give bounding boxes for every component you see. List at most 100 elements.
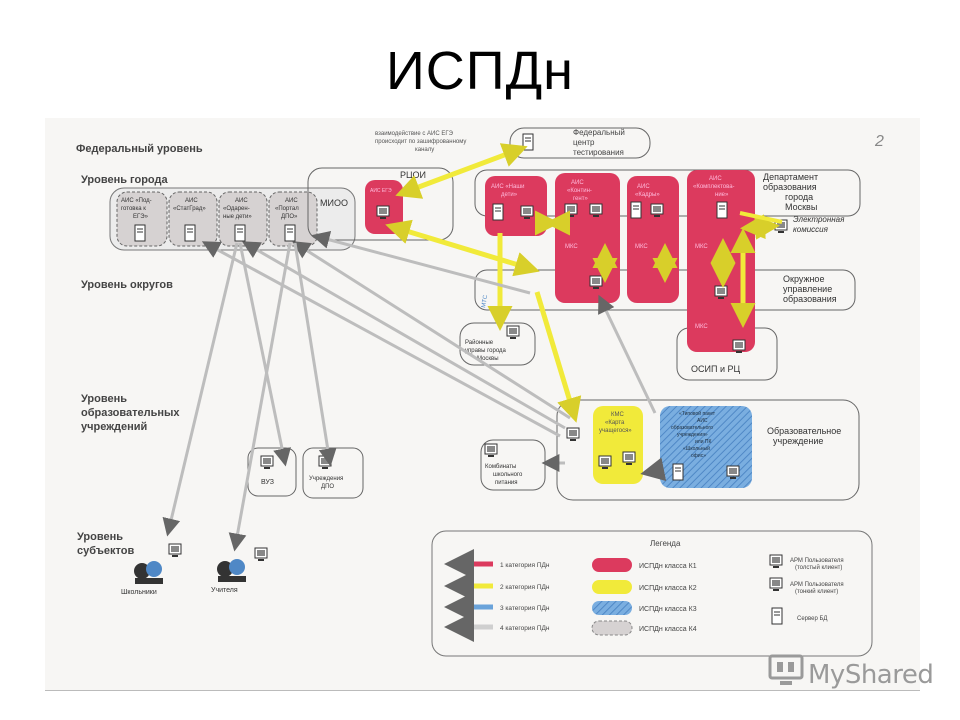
level-subjects-2: субъектов — [77, 545, 134, 557]
svg-text:МКС: МКС — [635, 244, 648, 250]
watermark-logo-icon — [768, 654, 804, 685]
legend-cat-1: 1 категория ПДн — [500, 562, 550, 569]
level-city: Уровень города — [81, 174, 168, 186]
svg-text:ЕГЭ»: ЕГЭ» — [133, 214, 149, 220]
ais-red-3: АИС «Кадры» МКС — [627, 176, 679, 303]
svg-text:«Контин-: «Контин- — [567, 188, 592, 194]
level-federal: Федеральный уровень — [76, 143, 203, 155]
ais-city-2: АИС «СтатГрад» — [168, 191, 218, 247]
svg-text:готовка к: готовка к — [121, 206, 146, 212]
legend-box — [431, 530, 873, 657]
district-admin-l2: управы города — [465, 348, 507, 354]
dept-l1: Департамент — [763, 172, 818, 182]
dpo-box — [302, 447, 364, 499]
blue-l6: «Школьный — [683, 445, 710, 452]
svg-text:МКС: МКС — [695, 244, 708, 250]
ais-city-4: АИС «Портал ДПО» — [268, 191, 318, 247]
dept-l3: города — [785, 192, 813, 202]
legend-class-3: ИСПДн класса К3 — [639, 606, 697, 613]
svg-text:АИС «Под-: АИС «Под- — [121, 198, 152, 204]
level-edu-1: Уровень — [81, 393, 127, 405]
ais-city-1: АИС «Под- готовка к ЕГЭ» — [116, 191, 168, 247]
osip-label: ОСИП и РЦ — [691, 364, 740, 374]
svg-text:АИС: АИС — [285, 198, 298, 204]
svg-text:ние»: ние» — [715, 192, 729, 198]
svg-text:«Комплектова-: «Комплектова- — [693, 184, 735, 190]
svg-text:АИС «Наши: АИС «Наши — [491, 184, 525, 190]
legend-dev-2a: АРМ Пользователя — [790, 582, 844, 588]
food-l2: школьного — [493, 472, 523, 478]
svg-text:АИС: АИС — [709, 176, 722, 182]
slide-title: ИСПДн — [385, 41, 574, 101]
legend-title: Легенда — [650, 539, 681, 548]
blue-l2: АИС — [697, 418, 708, 424]
el-commission-l2: комиссия — [793, 225, 829, 234]
federal-note-2: происходит по зашифрованному — [375, 139, 466, 145]
ais-red-1: АИС «Наши дети» — [485, 176, 547, 236]
legend-dev-3: Сервер БД — [797, 616, 827, 622]
kms-l2: «Карта — [605, 420, 625, 426]
svg-text:«Кадры»: «Кадры» — [635, 192, 660, 198]
dpo-l1: Учреждения — [309, 476, 343, 482]
svg-text:АИС: АИС — [637, 184, 650, 190]
svg-text:«СтатГрад»: «СтатГрад» — [173, 206, 206, 212]
legend-swatch-k1 — [592, 558, 632, 572]
blue-l4: учреждения» — [677, 432, 708, 438]
edu-box — [556, 399, 860, 501]
dept-l4: Москвы — [785, 202, 817, 212]
legend-swatch-k4 — [591, 620, 633, 636]
teachers-icon — [217, 547, 268, 582]
dept-l2: образования — [763, 182, 817, 192]
svg-text:ные дети»: ные дети» — [223, 214, 252, 220]
level-district: Уровень округов — [81, 279, 173, 291]
ais-red-2: АИС «Контин- гент» МКС — [555, 173, 620, 303]
ispdn-diagram: Федеральный уровень Уровень города Урове… — [76, 127, 884, 657]
vuz-label: ВУЗ — [261, 479, 274, 486]
watermark-text: MyShared — [808, 660, 934, 690]
svg-text:ДПО»: ДПО» — [281, 214, 298, 220]
legend-class-2: ИСПДн класса К2 — [639, 585, 697, 592]
legend-swatch-k2 — [592, 580, 632, 594]
food-l3: питания — [495, 480, 518, 486]
legend-class-4: ИСПДн класса К4 — [639, 626, 697, 633]
blue-l5: или ПК — [695, 439, 711, 445]
svg-text:МКС: МКС — [695, 324, 708, 330]
legend-swatch-k3 — [592, 601, 632, 615]
blue-l1: «Типовой пакет — [679, 410, 716, 417]
federal-center-l2: центр — [573, 138, 595, 147]
diagram-scan: Федеральный уровень Уровень города Урове… — [45, 118, 920, 691]
edu-inst-l2: учреждение — [773, 436, 823, 446]
el-commission-l1: Электронная — [793, 215, 845, 224]
level-subjects-1: Уровень — [77, 531, 123, 543]
svg-text:«Портал: «Портал — [275, 206, 299, 212]
level-edu-2: образовательных — [81, 407, 180, 419]
teachers-label: Учителя — [211, 587, 238, 594]
blue-l7: офис» — [691, 453, 706, 459]
federal-center-box — [509, 127, 651, 159]
svg-text:«Одарен-: «Одарен- — [223, 206, 250, 212]
svg-text:АИС: АИС — [571, 180, 584, 186]
federal-note-1: взаимодействие с АИС ЕГЭ — [375, 130, 454, 137]
commission-link — [739, 211, 783, 224]
federal-center-l1: Федеральный — [573, 128, 625, 137]
legend-cat-4: 4 категория ПДн — [500, 625, 550, 632]
legend-cat-2: 2 категория ПДн — [500, 584, 550, 591]
food-l1: Комбинаты — [485, 464, 516, 470]
legend-thin-client-icon — [769, 577, 783, 592]
svg-text:дети»: дети» — [501, 192, 518, 198]
district-admin-l1: Районные — [465, 339, 494, 346]
svg-text:МКС: МКС — [565, 244, 578, 250]
rcoi-box — [307, 167, 454, 241]
legend-server-icon — [771, 607, 783, 625]
rcoi-label: РЦОИ — [400, 170, 426, 180]
dpo-l2: ДПО — [321, 484, 334, 490]
legend-dev-2b: (тонкий клиент) — [795, 588, 838, 595]
okrug-l3: образования — [783, 294, 837, 304]
ais-city-3: АИС «Одарен- ные дети» — [218, 191, 268, 247]
legend-thick-client-icon — [769, 554, 783, 569]
students-icon — [134, 543, 182, 584]
legend-dev-1a: АРМ Пользователя — [790, 558, 844, 564]
district-admin-l3: Москвы — [477, 356, 499, 362]
svg-text:гент»: гент» — [573, 196, 588, 202]
edu-inst-l1: Образовательное — [767, 426, 841, 436]
